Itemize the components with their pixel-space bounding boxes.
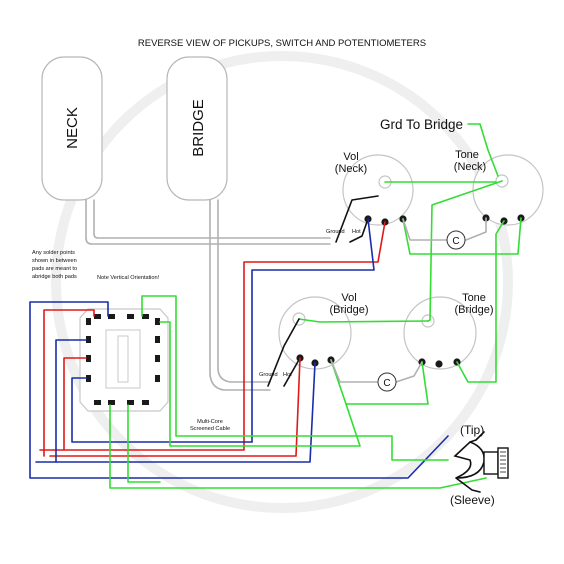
vol-bridge-ground-link (298, 318, 429, 323)
cable-label-line-1: Multi-Core (197, 419, 223, 425)
watermark-ring (51, 51, 513, 513)
grd-to-bridge-label: Grd To Bridge (380, 117, 463, 132)
bridge-capacitor-label: C (383, 378, 390, 389)
neck-pickup-cable (85, 199, 331, 245)
neck-hot-wire (349, 218, 369, 243)
neck-pickup-label: NECK (64, 107, 81, 149)
tone-neck-sublabel: (Neck) (454, 161, 486, 173)
bridge-pickup-cable (209, 199, 271, 391)
switch-note-line-1: Any solder points (32, 250, 75, 256)
vol-neck-label: Vol (343, 151, 358, 163)
neck-cap-lead-2 (465, 217, 487, 241)
neck-pickup: NECK (41, 56, 103, 201)
ground-to-bridge-wire (467, 123, 499, 177)
switch-note-line-2: shown in between (32, 258, 77, 264)
switch-blue-low (71, 377, 253, 443)
bridge-capacitor (377, 372, 397, 392)
tone-bridge-label: Tone (462, 292, 486, 304)
switch-green-bottom-2 (127, 404, 161, 483)
neck-ground-label: Ground (326, 229, 345, 235)
jack-sleeve-lead (455, 477, 481, 493)
bridge-ground-label: Ground (259, 372, 278, 378)
vol-neck-sublabel: (Neck) (335, 163, 367, 175)
output-jack (453, 441, 509, 479)
bridge-pickup-label: BRIDGE (190, 99, 207, 157)
switch-note-line-3: pads are meant to (32, 266, 77, 272)
jack-tip-label: (Tip) (460, 423, 484, 437)
switch-note-line-4: abridge both pads (32, 274, 77, 280)
tone-bridge-pot: Tone (Bridge) (403, 292, 494, 370)
bridge-cap-lead (330, 359, 379, 383)
tone-neck-to-vol-bridge-ground (427, 180, 503, 322)
tone-neck-label: Tone (455, 149, 479, 161)
switch-blue-left (29, 301, 449, 479)
switch-blue-mid (55, 339, 87, 463)
neck-ground-wire (335, 195, 379, 243)
bridge-ground-wire (267, 318, 300, 387)
switch-orientation-note: Note Vertical Orientation! (97, 275, 160, 281)
bridge-hot-wire (283, 357, 301, 387)
bridge-pickup: BRIDGE (166, 56, 228, 201)
cable-label-line-2: Screened Cable (190, 426, 230, 432)
neck-out-red (39, 221, 386, 451)
bridge-out-red (49, 357, 301, 457)
tone-neck-pot: Tone (Neck) (454, 149, 544, 226)
neck-pickup-cable-inner (93, 199, 331, 239)
switch-red-mid (63, 357, 87, 451)
switch-green-top (141, 295, 449, 461)
neck-hot-label: Hot (352, 229, 361, 235)
diagram-title: REVERSE VIEW OF PICKUPS, SWITCH AND POTE… (138, 38, 426, 49)
tone-bridge-ground-loop (456, 220, 505, 383)
vol-bridge-sublabel: (Bridge) (329, 304, 368, 316)
neck-out-blue (251, 218, 375, 443)
jack-tip-lead (469, 431, 485, 443)
tone-bridge-sublabel: (Bridge) (454, 304, 493, 316)
neck-capacitor (446, 230, 466, 250)
jack-sleeve-label: (Sleeve) (450, 493, 495, 507)
bridge-to-tone-green (330, 359, 429, 405)
bridge-cap-lead-2 (395, 361, 423, 383)
bridge-hot-label: Hot (283, 372, 292, 378)
neck-out-green (402, 217, 522, 255)
vol-bridge-label: Vol (341, 292, 356, 304)
pickup-selector-switch (79, 308, 169, 412)
switch-red-left (43, 309, 95, 457)
switch-green-right (159, 321, 361, 447)
bridge-pickup-cable-inner (217, 199, 271, 383)
neck-cap-lead (402, 218, 447, 241)
neck-capacitor-label: C (452, 236, 459, 247)
